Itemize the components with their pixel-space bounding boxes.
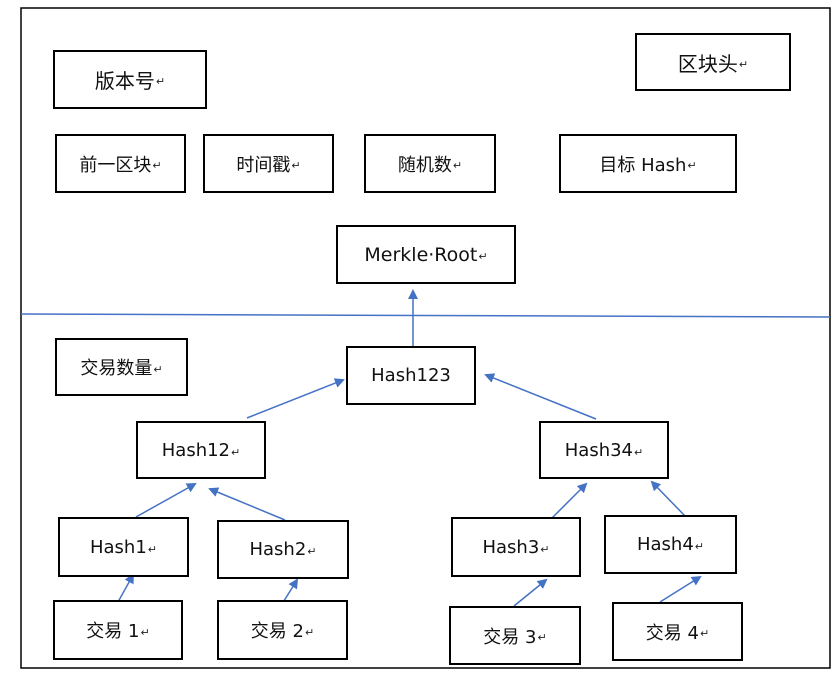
hash2-node: Hash2↵ [217,520,349,579]
hash34-label: Hash34 [564,439,634,461]
prev-block-box: 前一区块↵ [55,134,186,193]
paragraph-mark: ↵ [699,627,710,640]
merkle-root-label: Merkle·Root [364,243,478,266]
paragraph-mark: ↵ [291,159,301,172]
paragraph-mark: ↵ [304,625,315,639]
paragraph-mark: ↵ [540,542,550,556]
nonce-box: 随机数↵ [364,134,496,193]
hash3-node: Hash3↵ [451,517,581,577]
transaction-1-node: 交易 1↵ [53,600,183,660]
transaction-1-label: 交易 1 [86,621,140,642]
arrow-hash1-to-hash12 [135,483,197,518]
hash1-node: Hash1↵ [58,517,189,577]
merkle-root-box: Merkle·Root↵ [336,225,516,284]
hash4-node: Hash4↵ [604,515,737,574]
paragraph-mark: ↵ [147,542,158,556]
paragraph-mark: ↵ [155,75,166,88]
transaction-2-node: 交易 2↵ [217,600,348,660]
arrow-tx3-to-hash3 [513,578,548,607]
paragraph-mark: ↵ [634,445,644,459]
paragraph-mark: ↵ [140,625,150,639]
arrow-hash2-to-hash12 [208,487,286,521]
block-frame [20,7,831,669]
prev-block-label: 前一区块 [79,154,152,176]
transaction-3-label: 交易 3 [483,626,537,648]
transaction-2-label: 交易 2 [250,621,304,642]
transaction-4-node: 交易 4↵ [612,602,743,661]
nonce-label: 随机数 [397,154,452,176]
paragraph-mark: ↵ [231,445,241,459]
hash4-label: Hash4 [636,534,694,555]
hash34-node: Hash34↵ [539,421,669,479]
hash1-label: Hash1 [89,536,147,558]
hash12-node: Hash12↵ [136,421,266,479]
timestamp-label: 时间戳 [236,154,291,176]
paragraph-mark: ↵ [152,159,162,172]
hash123-node: Hash123 [346,346,476,405]
timestamp-box: 时间戳↵ [203,134,334,193]
block-header-label: 区块头 [677,51,738,76]
arrow-hash12-to-hash123 [246,378,345,419]
arrow-hash34-to-hash123 [484,373,597,420]
paragraph-mark: ↵ [452,159,463,172]
hash123-label: Hash123 [371,365,451,386]
arrow-tx1-to-hash1 [117,573,134,603]
paragraph-mark: ↵ [478,250,488,263]
tx-count-box: 交易数量↵ [55,338,188,396]
hash3-label: Hash3 [482,536,540,558]
paragraph-mark: ↵ [537,631,547,644]
transaction-3-node: 交易 3↵ [449,606,581,665]
block-header-label-box: 区块头↵ [635,33,791,91]
version-label: 版本号 [94,69,155,93]
version-box: 版本号↵ [53,50,207,109]
paragraph-mark: ↵ [738,57,749,71]
arrow-tx4-to-hash4 [659,575,702,603]
target-hash-label: 目标 Hash [599,154,687,176]
target-hash-box: 目标 Hash↵ [559,134,737,193]
hash2-label: Hash2 [249,539,307,560]
arrow-hash3-to-hash34 [549,482,588,521]
paragraph-mark: ↵ [687,159,697,172]
paragraph-mark: ↵ [694,540,705,553]
tx-count-label: 交易数量 [80,358,153,379]
hash12-label: Hash12 [161,439,231,461]
paragraph-mark: ↵ [153,362,163,376]
transaction-4-label: 交易 4 [645,622,699,644]
header-body-divider [20,313,831,318]
arrow-hash4-to-hash34 [650,480,687,518]
paragraph-mark: ↵ [307,545,317,558]
